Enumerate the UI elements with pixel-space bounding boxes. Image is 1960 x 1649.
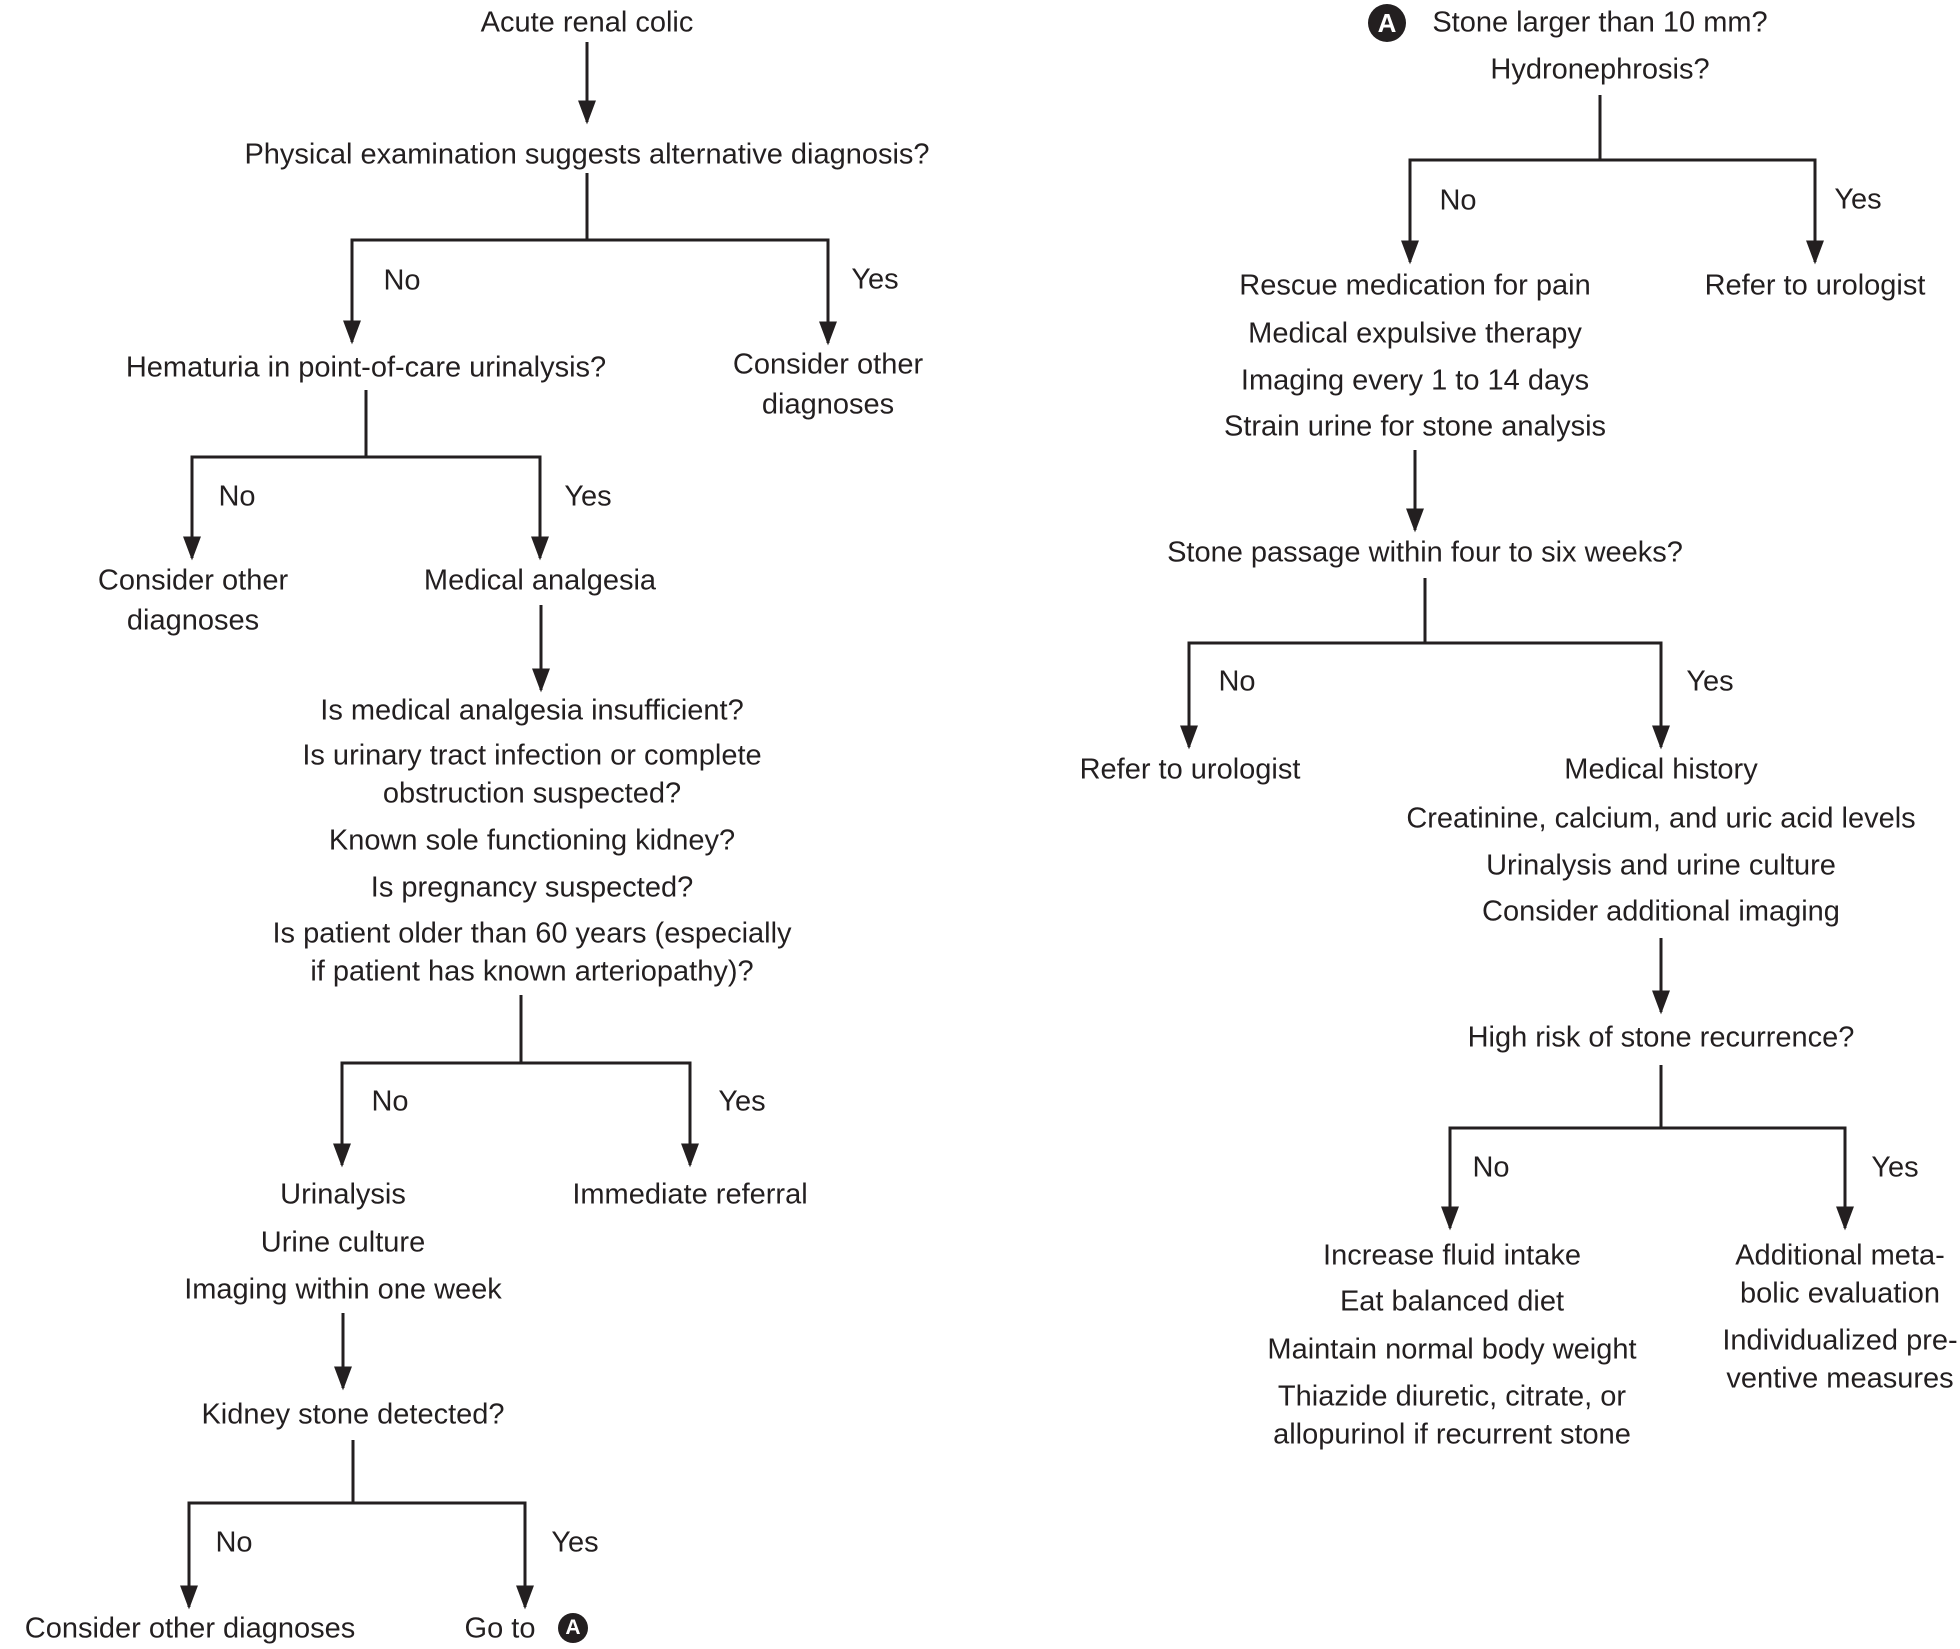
node-questions-line: obstruction suspected? (382, 777, 682, 810)
branch-label-no-4: No (215, 1526, 253, 1559)
branch-label-no-1: No (383, 264, 421, 297)
node-questions-line: Is pregnancy suspected? (370, 871, 694, 904)
node-kidney-stone-detected: Kidney stone detected? (201, 1398, 505, 1431)
node-acute-renal-colic: Acute renal colic (480, 6, 694, 39)
node-stone-size-line: Stone larger than 10 mm? (1432, 6, 1768, 39)
node-hematuria: Hematuria in point-of-care urinalysis? (125, 351, 607, 384)
node-immediate-referral: Immediate referral (572, 1178, 808, 1211)
node-medical-analgesia: Medical analgesia (423, 564, 657, 597)
node-consider-other-mid-line: Consider other (97, 564, 289, 597)
branch-label-no-2: No (218, 480, 256, 513)
node-metabolic-line: bolic evaluation (1740, 1277, 1940, 1310)
node-history-line: Medical history (1564, 753, 1758, 786)
node-prevention-line: Eat balanced diet (1339, 1285, 1565, 1318)
branch-label-no-5: No (1439, 184, 1477, 217)
branch-label-no-6: No (1218, 665, 1256, 698)
node-workup-line: Imaging within one week (184, 1273, 502, 1306)
node-conservative-line: Strain urine for stone analysis (1223, 410, 1607, 443)
node-stone-size-line: Hydronephrosis? (1490, 53, 1710, 86)
node-stone-passage: Stone passage within four to six weeks? (1167, 536, 1683, 569)
node-questions-line: Is patient older than 60 years (especial… (272, 917, 792, 950)
node-prevention-line: Maintain normal body weight (1267, 1333, 1637, 1366)
node-goto-a-text: Go to (464, 1612, 536, 1645)
node-metabolic-line: Additional meta- (1735, 1239, 1945, 1272)
node-prevention-line: allopurinol if recurrent stone (1273, 1418, 1631, 1451)
node-prevention-line: Increase fluid intake (1323, 1239, 1581, 1272)
node-conservative-line: Imaging every 1 to 14 days (1240, 364, 1590, 397)
branch-label-yes-7: Yes (1871, 1151, 1919, 1184)
node-metabolic-line: ventive measures (1726, 1362, 1954, 1395)
marker-a-badge: A (1368, 4, 1406, 42)
node-refer-urologist-top: Refer to urologist (1704, 269, 1926, 302)
node-consider-other-mid-line: diagnoses (126, 604, 260, 637)
node-consider-other-top-line: Consider other (732, 348, 924, 381)
branch-label-no-3: No (371, 1085, 409, 1118)
branch-label-yes-6: Yes (1686, 665, 1734, 698)
node-workup-line: Urine culture (260, 1226, 426, 1259)
node-metabolic-line: Individualized pre- (1722, 1324, 1958, 1357)
branch-label-yes-3: Yes (718, 1085, 766, 1118)
node-conservative-line: Medical expulsive therapy (1248, 317, 1582, 350)
node-conservative-line: Rescue medication for pain (1239, 269, 1591, 302)
node-history-line: Urinalysis and urine culture (1486, 849, 1836, 882)
node-questions-line: Known sole functioning kidney? (328, 824, 736, 857)
node-consider-other-bottom: Consider other diagnoses (24, 1612, 356, 1645)
node-physical-exam: Physical examination suggests alternativ… (244, 138, 930, 171)
node-history-line: Consider additional imaging (1482, 895, 1840, 928)
marker-a-goto-badge: A (558, 1613, 588, 1643)
branch-label-yes-5: Yes (1834, 183, 1882, 216)
node-refer-urologist-mid: Refer to urologist (1079, 753, 1301, 786)
node-high-risk: High risk of stone recurrence? (1467, 1021, 1855, 1054)
node-prevention-line: Thiazide diuretic, citrate, or (1277, 1380, 1627, 1413)
branch-label-yes-4: Yes (551, 1526, 599, 1559)
node-history-line: Creatinine, calcium, and uric acid level… (1406, 802, 1916, 835)
node-questions-line: Is urinary tract infection or complete (302, 739, 762, 772)
node-consider-other-top-line: diagnoses (761, 388, 895, 421)
node-workup-line: Urinalysis (280, 1178, 406, 1211)
node-questions-line: if patient has known arteriopathy)? (310, 955, 754, 988)
branch-label-no-7: No (1472, 1151, 1510, 1184)
branch-label-yes-2: Yes (564, 480, 612, 513)
branch-label-yes-1: Yes (851, 263, 899, 296)
node-questions-line: Is medical analgesia insufficient? (320, 694, 744, 727)
